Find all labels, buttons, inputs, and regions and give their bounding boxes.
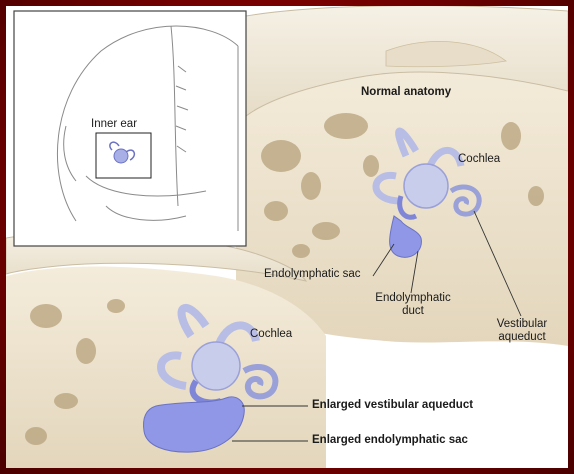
vestibular-aqueduct-line1: Vestibular — [486, 318, 558, 331]
enlarged-aqueduct-label: Enlarged vestibular aqueduct — [312, 399, 473, 412]
vestibular-aqueduct-line2: aqueduct — [486, 331, 558, 344]
endolymphatic-duct-label: Endolymphatic duct — [368, 292, 458, 318]
illustration-panel: Normal anatomy Inner ear Cochlea Endolym… — [6, 6, 568, 468]
vestibular-aqueduct-label: Vestibular aqueduct — [486, 318, 558, 344]
endolymphatic-duct-line2: duct — [368, 305, 458, 318]
endolymphatic-sac-label: Endolymphatic sac — [264, 268, 361, 281]
endolymphatic-duct-line1: Endolymphatic — [368, 292, 458, 305]
inner-ear-label: Inner ear — [91, 118, 137, 131]
enlarged-sac-label: Enlarged endolymphatic sac — [312, 434, 468, 447]
anatomy-illustration — [6, 6, 568, 468]
normal-anatomy-title: Normal anatomy — [361, 86, 451, 99]
cochlea-label-top: Cochlea — [458, 153, 500, 166]
cochlea-label-bottom: Cochlea — [250, 328, 292, 341]
